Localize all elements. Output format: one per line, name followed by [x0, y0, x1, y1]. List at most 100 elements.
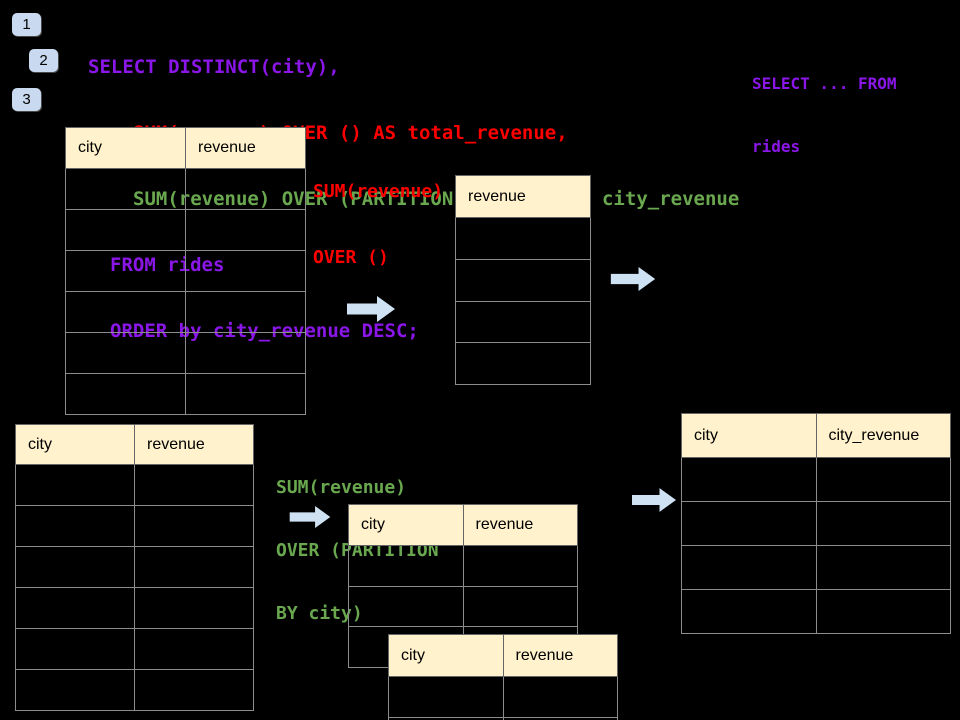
table-row: [65, 291, 306, 333]
column-header-city_revenue: city_revenue: [815, 413, 951, 458]
empty-cell: [134, 546, 254, 588]
empty-cell: [815, 501, 951, 546]
empty-cell: [15, 587, 135, 629]
empty-cell: [134, 505, 254, 547]
column-header-revenue: revenue: [462, 504, 578, 546]
empty-cell: [681, 501, 817, 546]
partition-label-line1: SUM(revenue): [276, 477, 407, 498]
table-row: [455, 300, 591, 344]
empty-cell: [65, 332, 186, 374]
right-arrow-icon: [347, 296, 395, 322]
empty-cell: [134, 587, 254, 629]
table-row: [681, 545, 951, 590]
empty-cell: [185, 332, 306, 374]
empty-cell: [681, 545, 817, 590]
column-header-revenue: revenue: [185, 127, 306, 169]
empty-cell: [681, 457, 817, 502]
table-row: [681, 457, 951, 502]
column-header-city: city: [681, 413, 817, 458]
table-row: [65, 332, 306, 374]
empty-cell: [815, 457, 951, 502]
table-row: [348, 585, 578, 628]
empty-cell: [65, 209, 186, 251]
empty-cell: [15, 628, 135, 670]
empty-cell: [185, 291, 306, 333]
right-arrow-icon: [632, 488, 676, 512]
column-header-revenue: revenue: [134, 424, 254, 465]
table-row: [681, 589, 951, 634]
empty-cell: [815, 545, 951, 590]
empty-cell: [388, 676, 504, 718]
empty-cell: [185, 250, 306, 292]
column-header-city: city: [348, 504, 464, 546]
table-row: [65, 250, 306, 292]
empty-cell: [65, 291, 186, 333]
empty-cell: [455, 300, 591, 344]
empty-cell: [15, 546, 135, 588]
empty-cell: [134, 669, 254, 711]
empty-cell: [462, 545, 578, 587]
empty-cell: [185, 209, 306, 251]
table-row: [455, 342, 591, 385]
step-badge-3: 3: [12, 88, 41, 111]
empty-cell: [455, 217, 591, 260]
table-row: [15, 628, 254, 670]
empty-cell: [455, 342, 591, 385]
table-row: [388, 676, 618, 718]
table-row: [65, 209, 306, 251]
empty-cell: [348, 545, 464, 587]
step-badge-2: 2: [29, 49, 58, 72]
total-revenue-label-line2: OVER (): [313, 247, 389, 268]
empty-cell: [15, 669, 135, 711]
total-revenue-result-table: revenue: [455, 175, 591, 385]
right-arrow-icon: [288, 506, 332, 528]
column-header-revenue: revenue: [502, 634, 618, 677]
sql-line-select: SELECT DISTINCT(city),: [88, 56, 340, 78]
column-header-city: city: [388, 634, 504, 677]
from-rides-note-line2: rides: [752, 137, 801, 156]
table-row: [348, 545, 578, 587]
table-row: [681, 501, 951, 546]
table-row: [455, 217, 591, 260]
empty-cell: [65, 373, 186, 415]
empty-cell: [502, 676, 618, 718]
empty-cell: [134, 628, 254, 670]
from-rides-note-line1: SELECT ... FROM: [752, 74, 897, 93]
table-row: [15, 505, 254, 547]
empty-cell: [15, 505, 135, 547]
empty-cell: [65, 250, 186, 292]
data-table: revenue: [455, 175, 591, 385]
empty-cell: [815, 589, 951, 634]
empty-cell: [455, 258, 591, 302]
total-revenue-label: SUM(revenue) OVER (): [313, 137, 443, 313]
empty-cell: [348, 585, 464, 628]
column-header-city: city: [15, 424, 135, 465]
empty-cell: [462, 585, 578, 628]
right-arrow-icon: [610, 267, 656, 291]
empty-cell: [185, 168, 306, 210]
from-rides-note: SELECT ... FROM rides: [752, 31, 897, 199]
table-row: [65, 373, 306, 415]
empty-cell: [15, 464, 135, 506]
empty-cell: [681, 589, 817, 634]
table-row: [388, 716, 618, 720]
empty-cell: [185, 373, 306, 415]
table-row: [15, 546, 254, 588]
table-row: [15, 464, 254, 506]
column-header-city: city: [65, 127, 186, 169]
table-row: [15, 669, 254, 711]
empty-cell: [65, 168, 186, 210]
table-row: [65, 168, 306, 210]
step-badge-1: 1: [12, 13, 41, 36]
table-row: [455, 258, 591, 302]
table-row: [15, 587, 254, 629]
